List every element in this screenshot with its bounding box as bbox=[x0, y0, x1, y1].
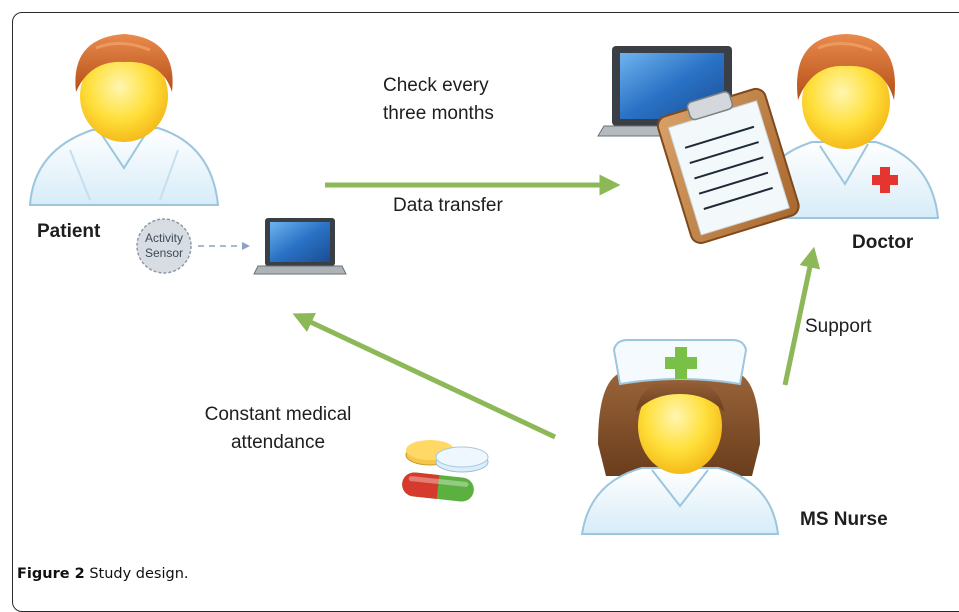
sensor-label-line2: Sensor bbox=[145, 246, 183, 260]
study-design-diagram: Activity Sensor bbox=[28, 34, 940, 535]
caption-text: Study design. bbox=[89, 566, 189, 582]
laptop-icon bbox=[253, 218, 347, 275]
doctor-figure bbox=[750, 34, 940, 219]
medical-attendance-arrow bbox=[292, 312, 557, 440]
doctor-label: Doctor bbox=[852, 232, 914, 253]
doctor-cross-icon bbox=[872, 167, 898, 193]
caption-label: Figure 2 bbox=[17, 566, 85, 582]
support-label: Support bbox=[805, 316, 872, 337]
clipboard-icon bbox=[656, 87, 800, 244]
check-label-line1: Check every bbox=[383, 75, 489, 96]
attendance-label-line1: Constant medical bbox=[204, 404, 352, 425]
data-transfer-label: Data transfer bbox=[393, 195, 503, 216]
activity-sensor-icon: Activity Sensor bbox=[136, 218, 192, 274]
pills-icon bbox=[402, 440, 489, 502]
sensor-label-line1: Activity bbox=[145, 231, 183, 245]
attendance-label-line2: attendance bbox=[230, 432, 326, 453]
nurse-label: MS Nurse bbox=[800, 509, 888, 530]
nurse-figure bbox=[580, 339, 780, 535]
check-label-line2: three months bbox=[383, 103, 494, 124]
patient-figure bbox=[28, 34, 220, 206]
patient-label: Patient bbox=[37, 221, 101, 242]
figure-caption: Figure 2 Study design. bbox=[17, 566, 189, 582]
nurse-cross-icon bbox=[665, 347, 697, 379]
support-arrow bbox=[782, 246, 821, 386]
